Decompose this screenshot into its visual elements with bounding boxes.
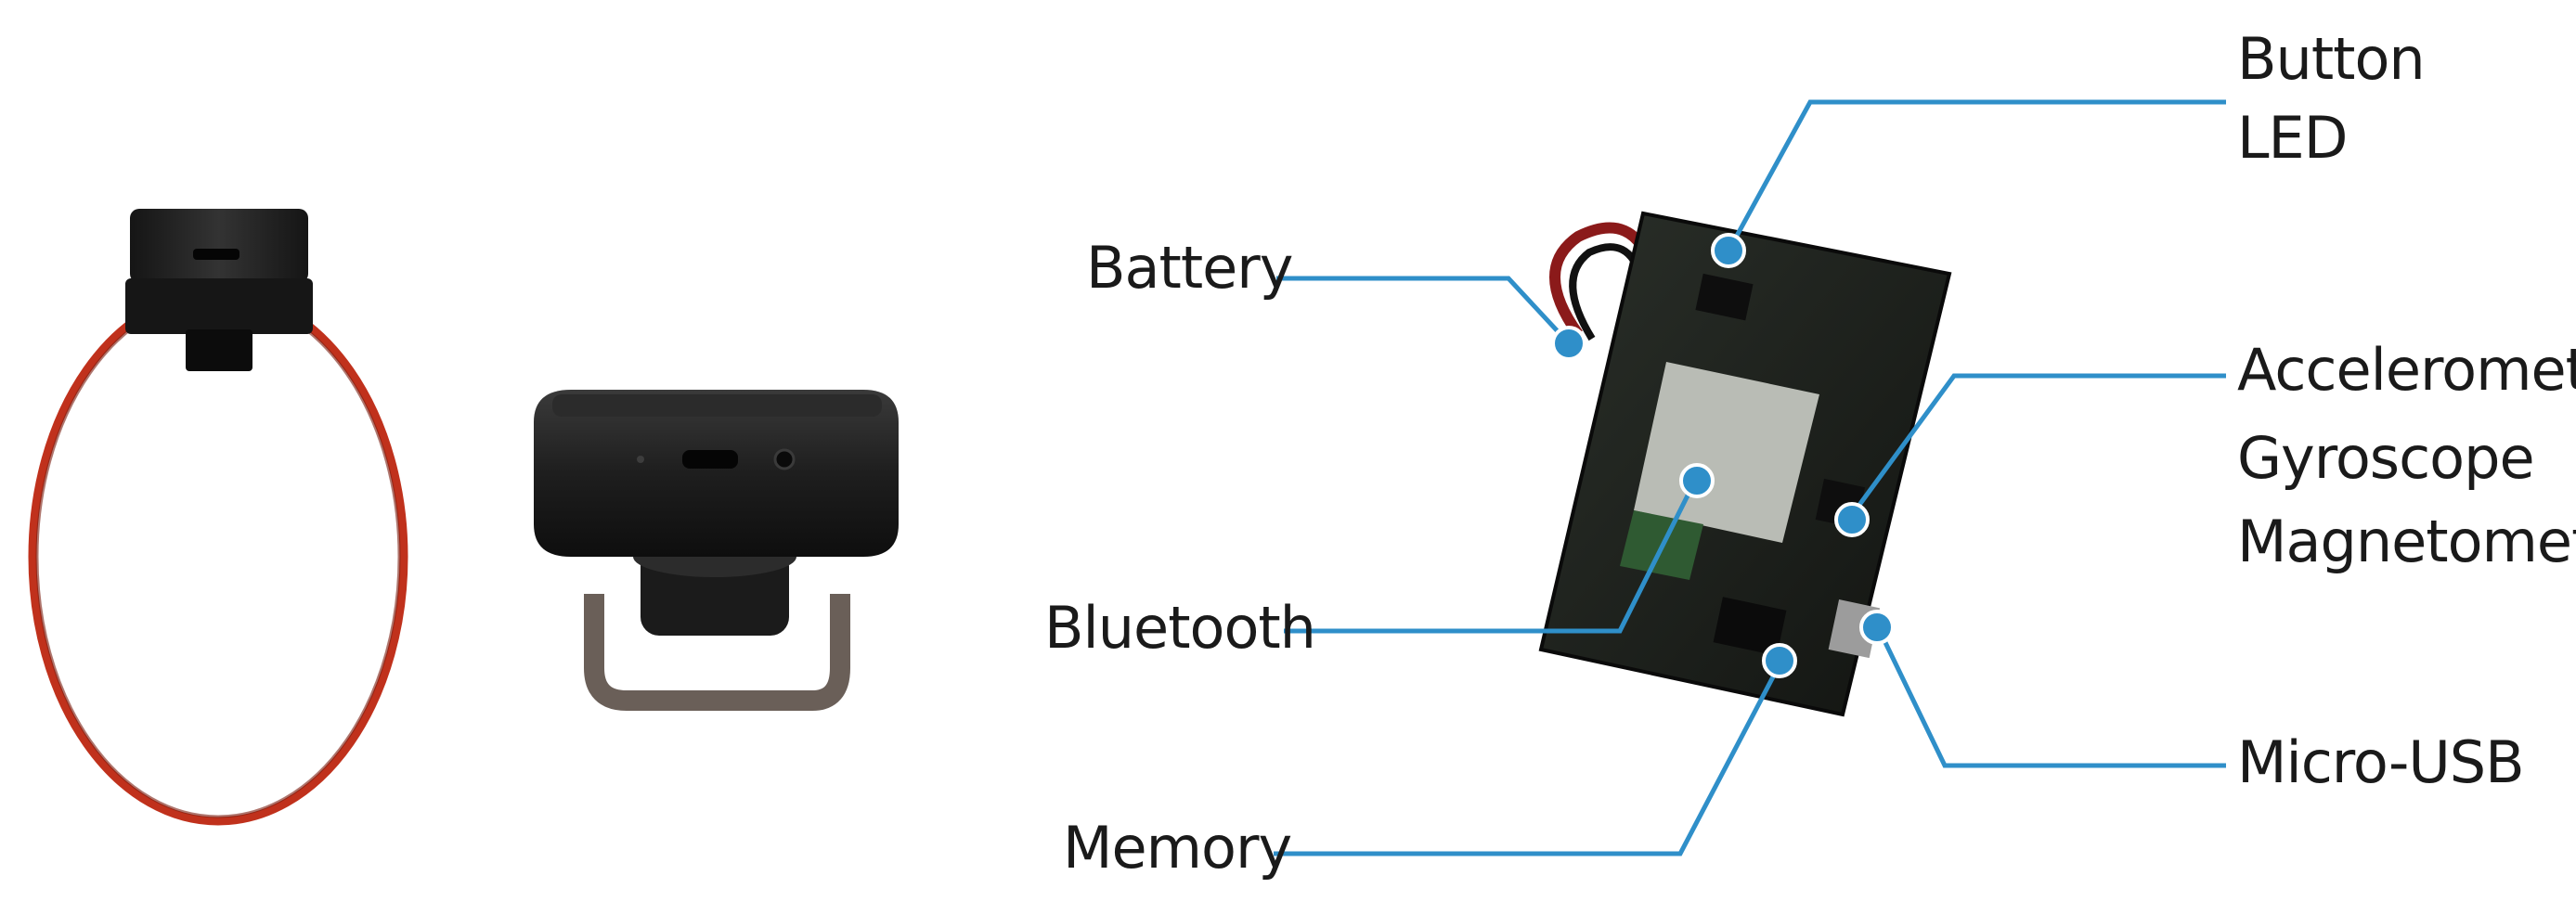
callout-dot-memory — [1762, 643, 1797, 678]
device-cap-band — [125, 278, 313, 334]
pcb-memory-chip — [1713, 597, 1787, 656]
callout-line-micro-usb — [1877, 629, 2226, 768]
label-led: LED — [2237, 104, 2347, 172]
label-battery: Battery — [1086, 234, 1292, 302]
callout-line-sensors — [1849, 373, 2226, 517]
battery-wire-dark — [1569, 243, 1645, 341]
pcb-chip-1 — [1695, 273, 1754, 321]
device-cap-top — [130, 209, 308, 283]
device-with-strap-image — [28, 209, 408, 826]
callout-line-battery — [1276, 276, 1571, 345]
callout-line-bluetooth — [1284, 481, 1697, 634]
label-bluetooth: Bluetooth — [1044, 594, 1315, 662]
clip-loop — [584, 594, 850, 711]
callout-dots — [1551, 233, 1895, 678]
label-micro-usb: Micro-USB — [2237, 728, 2524, 796]
device-top-texture — [552, 394, 882, 417]
label-gyroscope: Gyroscope — [2237, 424, 2534, 492]
device-body — [534, 390, 899, 557]
label-memory: Memory — [1063, 814, 1291, 882]
callout-dot-bluetooth — [1679, 463, 1715, 498]
label-button: Button — [2237, 25, 2425, 93]
callout-dot-micro-usb — [1859, 610, 1895, 645]
callout-dot-battery — [1551, 326, 1586, 361]
callout-line-button-led — [1728, 99, 2226, 248]
callout-dot-button-led — [1711, 233, 1746, 268]
device-button-dot — [773, 448, 796, 470]
strap-clip — [186, 329, 252, 371]
pcb-bluetooth-module — [1634, 362, 1819, 543]
device-with-clip-image — [534, 390, 899, 711]
label-magnetometer: Magnetometer — [2237, 508, 2576, 575]
callout-line-memory — [1274, 666, 1780, 856]
callout-lines — [1274, 99, 2226, 856]
device-led-dot — [637, 456, 644, 463]
device-usb-port — [682, 450, 738, 469]
callout-dot-sensors — [1834, 502, 1870, 537]
elastic-strap-shadow — [35, 295, 401, 818]
label-accelerometer: Accelerometer — [2237, 336, 2576, 404]
device-port — [193, 249, 239, 260]
elastic-strap — [28, 288, 408, 826]
